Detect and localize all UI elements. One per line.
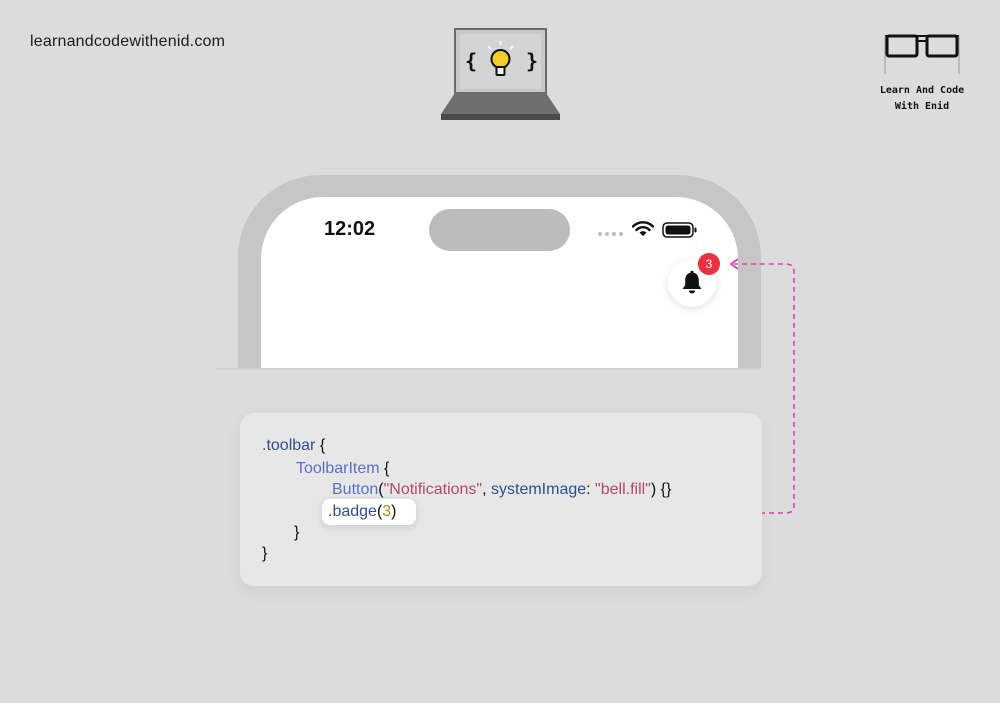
- code-line-3: Button("Notifications", systemImage: "be…: [332, 481, 672, 498]
- brand-line-1: Learn And Code: [879, 85, 965, 96]
- phone-cutoff-line: [215, 368, 761, 370]
- wifi-icon: [632, 221, 654, 236]
- status-time: 12:02: [324, 218, 376, 240]
- brand-line-2: With Enid: [894, 101, 950, 112]
- dynamic-island: [429, 209, 570, 251]
- code-line-5: }: [294, 524, 300, 541]
- code-line-2: ToolbarItem {: [296, 460, 390, 477]
- bell-icon: [682, 270, 702, 294]
- site-url[interactable]: learnandcodewithenid.com: [30, 33, 226, 50]
- signal-dots: [598, 232, 623, 236]
- code-line-1: .toolbar {: [262, 437, 326, 454]
- code-line-4: .badge(3): [328, 503, 397, 520]
- notification-badge: 3: [698, 253, 720, 275]
- svg-text:{: {: [465, 49, 477, 73]
- brand-logo: Learn And Code With Enid: [870, 30, 974, 115]
- glasses-logo-icon: [884, 34, 960, 74]
- badge-code-highlight: [322, 499, 416, 525]
- svg-text:}: }: [526, 49, 538, 73]
- code-line-6: }: [262, 545, 268, 562]
- battery-icon: [662, 222, 697, 238]
- laptop-lightbulb-icon: { }: [441, 28, 560, 120]
